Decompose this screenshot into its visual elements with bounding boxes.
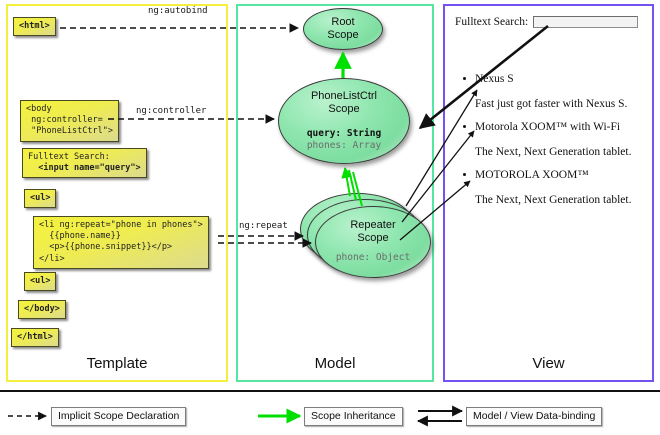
code-search-label: Fulltext Search:	[28, 152, 110, 162]
code-box-body-open: <body ng:controller= "PhoneListCtrl">	[20, 100, 119, 142]
code-box-li-repeat: <li ng:repeat="phone in phones"> {{phone…	[33, 216, 209, 269]
phone-name: Nexus S	[475, 73, 514, 85]
arrow-label-ng-autobind: ng:autobind	[148, 6, 208, 16]
repeater-scope-title-1: Repeater	[350, 219, 396, 231]
repeater-scope-node: Repeater Scope phone: Object	[315, 206, 431, 278]
code-box-html-close: </html>	[11, 328, 59, 348]
root-scope-title-2: Scope	[327, 28, 359, 41]
phone-snippet: Fast just got faster with Nexus S.	[475, 97, 628, 110]
legend-item-scope-inheritance: Scope Inheritance	[304, 407, 403, 426]
legend-item-implicit-scope-declaration: Implicit Scope Declaration	[51, 407, 187, 426]
code-box-ul-close: <ul>	[24, 272, 57, 292]
ctrl-scope-title-2: Scope	[328, 102, 360, 115]
phone-name: MOTOROLA XOOM™	[475, 169, 589, 182]
bullet-icon	[463, 173, 466, 177]
legend: Implicit Scope Declaration Scope Inherit…	[0, 390, 660, 435]
bullet-icon	[463, 125, 466, 129]
legend-item-model-view-data-binding: Model / View Data-binding	[466, 407, 603, 426]
panel-model-label: Model	[314, 355, 356, 372]
phone-name: Motorola XOOM™ with Wi-Fi	[475, 121, 621, 134]
list-item[interactable]: MOTOROLA XOOM™ The Next, Next Generation…	[455, 168, 645, 208]
panel-template-label: Template	[86, 355, 148, 372]
search-input[interactable]	[533, 16, 639, 28]
code-box-html-open: <html>	[13, 17, 56, 37]
code-search-input: <input name="query">	[28, 163, 141, 174]
phone-list: Nexus S Fast just got faster with Nexus …	[455, 72, 645, 208]
ctrl-scope-member-phones: phones: Array	[306, 140, 382, 152]
repeater-scope-member-phone: phone: Object	[335, 251, 411, 263]
arrow-label-ng-controller: ng:controller	[136, 106, 207, 116]
view-rendered-output: Fulltext Search: Nexus S Fast just got f…	[455, 16, 645, 216]
panel-view-label: View	[532, 355, 565, 372]
view-search-label: Fulltext Search:	[455, 16, 529, 28]
phone-snippet: The Next, Next Generation tablet.	[475, 145, 632, 158]
code-box-ul-open: <ul>	[24, 189, 57, 209]
phonelistctrl-scope-node: PhoneListCtrl Scope query: String phones…	[278, 78, 410, 164]
phone-snippet: The Next, Next Generation tablet.	[475, 193, 632, 206]
root-scope-title-1: Root	[331, 16, 355, 28]
list-item[interactable]: Motorola XOOM™ with Wi-Fi The Next, Next…	[455, 120, 645, 160]
view-search-row: Fulltext Search:	[455, 16, 645, 28]
code-box-body-close: </body>	[18, 300, 66, 320]
repeater-scope-title-2: Scope	[357, 231, 389, 244]
list-item[interactable]: Nexus S Fast just got faster with Nexus …	[455, 72, 645, 112]
code-box-fulltext-search: Fulltext Search: <input name="query">	[22, 148, 147, 179]
bullet-icon	[463, 77, 466, 80]
legend-divider	[0, 390, 660, 392]
root-scope-node: Root Scope	[303, 8, 383, 50]
ctrl-scope-member-query: query: String	[306, 127, 382, 139]
panel-model: Model	[236, 4, 434, 382]
arrow-label-ng-repeat: ng:repeat	[239, 221, 288, 231]
ctrl-scope-title-1: PhoneListCtrl	[310, 90, 378, 102]
